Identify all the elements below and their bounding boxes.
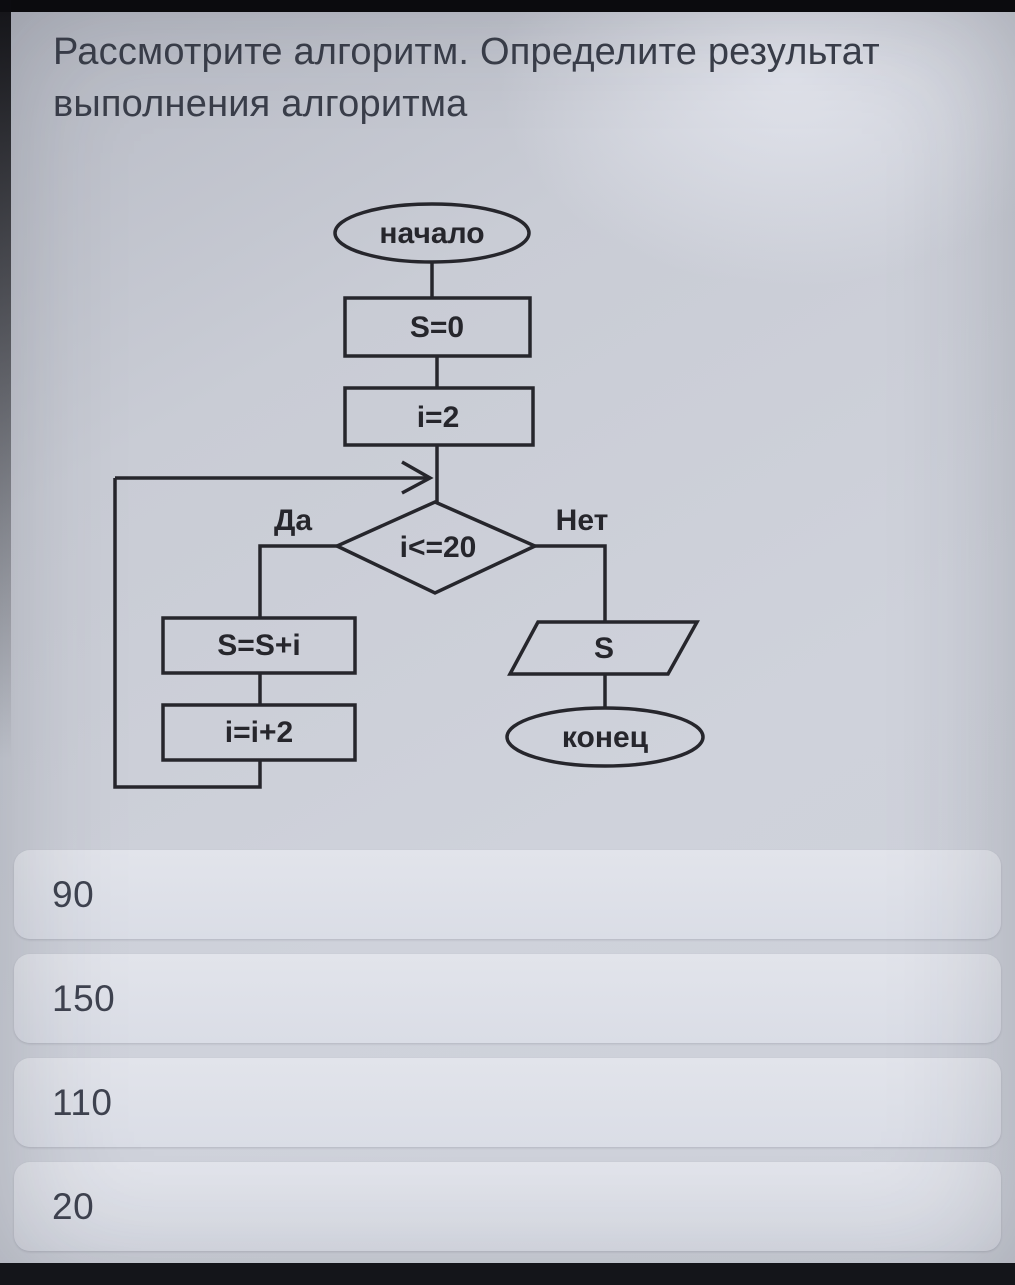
answer-option-4-label: 20 xyxy=(52,1185,95,1227)
question-text: Рассмотрите алгоритм. Определите результ… xyxy=(53,31,880,126)
photo-top-edge xyxy=(0,0,1015,12)
init-i-label: i=2 xyxy=(417,401,460,434)
wire-loop-back xyxy=(113,478,262,789)
end-label: конец xyxy=(562,721,649,754)
merge-arrowhead-icon xyxy=(401,460,434,495)
start-label: начало xyxy=(379,217,484,250)
answer-option-3-label: 110 xyxy=(52,1081,113,1123)
output-parallelogram xyxy=(507,620,700,676)
increment-label: i=i+2 xyxy=(225,716,293,749)
sum-process-box xyxy=(161,616,357,675)
output-label: S xyxy=(594,632,614,665)
init-i-process-box xyxy=(343,386,535,447)
wire-yes-branch xyxy=(258,544,337,618)
answer-option-1-label: 90 xyxy=(52,873,95,915)
answer-option-2[interactable]: 150 xyxy=(14,954,1001,1043)
flowchart-diagram: начало S=0 i=2 i<=20 Да Нет S=S+i i=i+2 … xyxy=(113,202,705,789)
answer-option-3[interactable]: 110 xyxy=(14,1058,1001,1147)
end-terminator xyxy=(505,706,705,768)
photo-left-edge xyxy=(0,0,11,760)
increment-process-box xyxy=(161,703,357,762)
condition-label: i<=20 xyxy=(400,531,477,564)
start-terminator xyxy=(333,202,531,264)
wire-no-branch xyxy=(535,544,607,622)
no-branch-label: Нет xyxy=(556,504,609,537)
init-s-process-box xyxy=(343,296,532,358)
yes-branch-label: Да xyxy=(274,504,312,537)
answer-option-2-label: 150 xyxy=(52,977,116,1019)
init-s-label: S=0 xyxy=(410,311,464,344)
answer-list: 90 150 110 20 xyxy=(14,850,1001,1251)
sum-label: S=S+i xyxy=(217,629,300,662)
condition-diamond xyxy=(332,500,540,595)
answer-option-4[interactable]: 20 xyxy=(14,1162,1001,1251)
photo-bottom-edge xyxy=(0,1263,1015,1285)
answer-option-1[interactable]: 90 xyxy=(14,850,1001,939)
